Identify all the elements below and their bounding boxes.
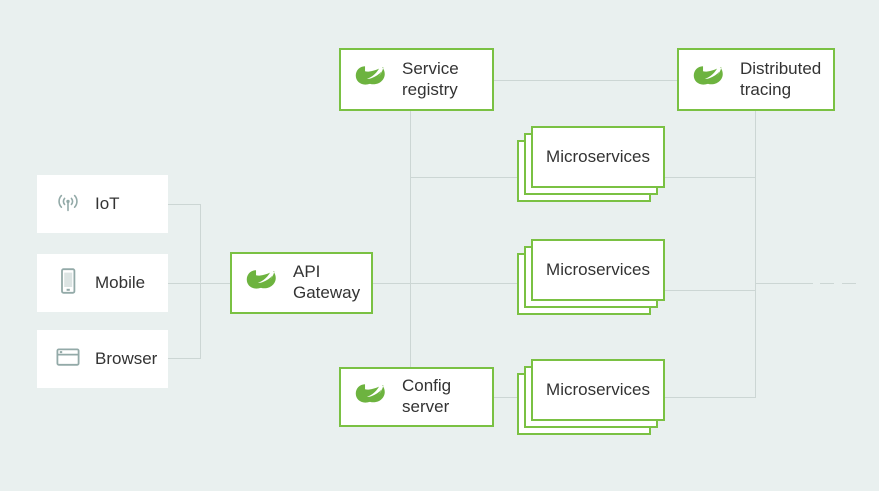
node-service-registry[interactable]: Service registry	[339, 48, 494, 111]
connector-bus-to-api-gateway	[200, 283, 230, 284]
mobile-phone-icon	[55, 267, 81, 300]
connector-bottom-microservices-to-right-spine	[665, 397, 756, 398]
microservices-label: Microservices	[546, 147, 650, 166]
spring-leaf-icon	[355, 382, 389, 413]
node-config-server[interactable]: Config server	[339, 367, 494, 427]
connector-iot-to-bus	[168, 204, 201, 205]
microservices-label: Microservices	[546, 260, 650, 279]
connector-spine-to-top-microservices	[410, 177, 517, 178]
microservices-stack-bottom[interactable]: Microservices	[517, 359, 681, 439]
client-label-mobile: Mobile	[95, 273, 146, 292]
browser-window-icon	[55, 343, 81, 376]
spring-leaf-icon	[693, 64, 727, 95]
stack-card-front[interactable]: Microservices	[531, 239, 665, 301]
client-node-browser[interactable]: Browser	[37, 330, 168, 388]
microservices-stack-top[interactable]: Microservices	[517, 126, 681, 206]
connector-right-dash-2	[842, 283, 856, 284]
microservices-stack-middle[interactable]: Microservices	[517, 239, 681, 319]
node-label-distributed-tracing: Distributed tracing	[740, 58, 822, 99]
client-node-iot[interactable]: IoT	[37, 175, 168, 233]
connector-mobile-to-bus	[168, 283, 201, 284]
client-label-browser: Browser	[95, 349, 158, 368]
connector-right-dash-1	[820, 283, 834, 284]
connector-right-continuation	[755, 283, 813, 284]
microservices-label: Microservices	[546, 380, 650, 399]
spring-leaf-icon	[246, 268, 280, 299]
connector-clients-bus	[200, 204, 201, 359]
connector-right-spine	[755, 111, 756, 398]
antenna-signal-icon	[55, 188, 81, 221]
connector-top-microservices-to-right-spine	[665, 177, 756, 178]
connector-config-server-to-bottom-microservices	[494, 397, 517, 398]
spring-leaf-icon	[355, 64, 389, 95]
client-label-iot: IoT	[95, 194, 120, 213]
client-node-mobile[interactable]: Mobile	[37, 254, 168, 312]
connector-middle-microservices-to-right-spine	[665, 290, 756, 291]
stack-card-front[interactable]: Microservices	[531, 126, 665, 188]
node-label-config-server: Config server	[402, 376, 452, 416]
connector-browser-to-bus	[168, 358, 201, 359]
node-distributed-tracing[interactable]: Distributed tracing	[677, 48, 835, 111]
connector-service-registry-to-distributed-tracing	[494, 80, 677, 81]
node-api-gateway[interactable]: API Gateway	[230, 252, 373, 314]
stack-card-front[interactable]: Microservices	[531, 359, 665, 421]
node-label-api-gateway: API Gateway	[293, 262, 361, 302]
connector-central-spine	[410, 111, 411, 367]
node-label-service-registry: Service registry	[402, 58, 459, 99]
connector-api-gateway-to-middle-microservices	[372, 283, 517, 284]
